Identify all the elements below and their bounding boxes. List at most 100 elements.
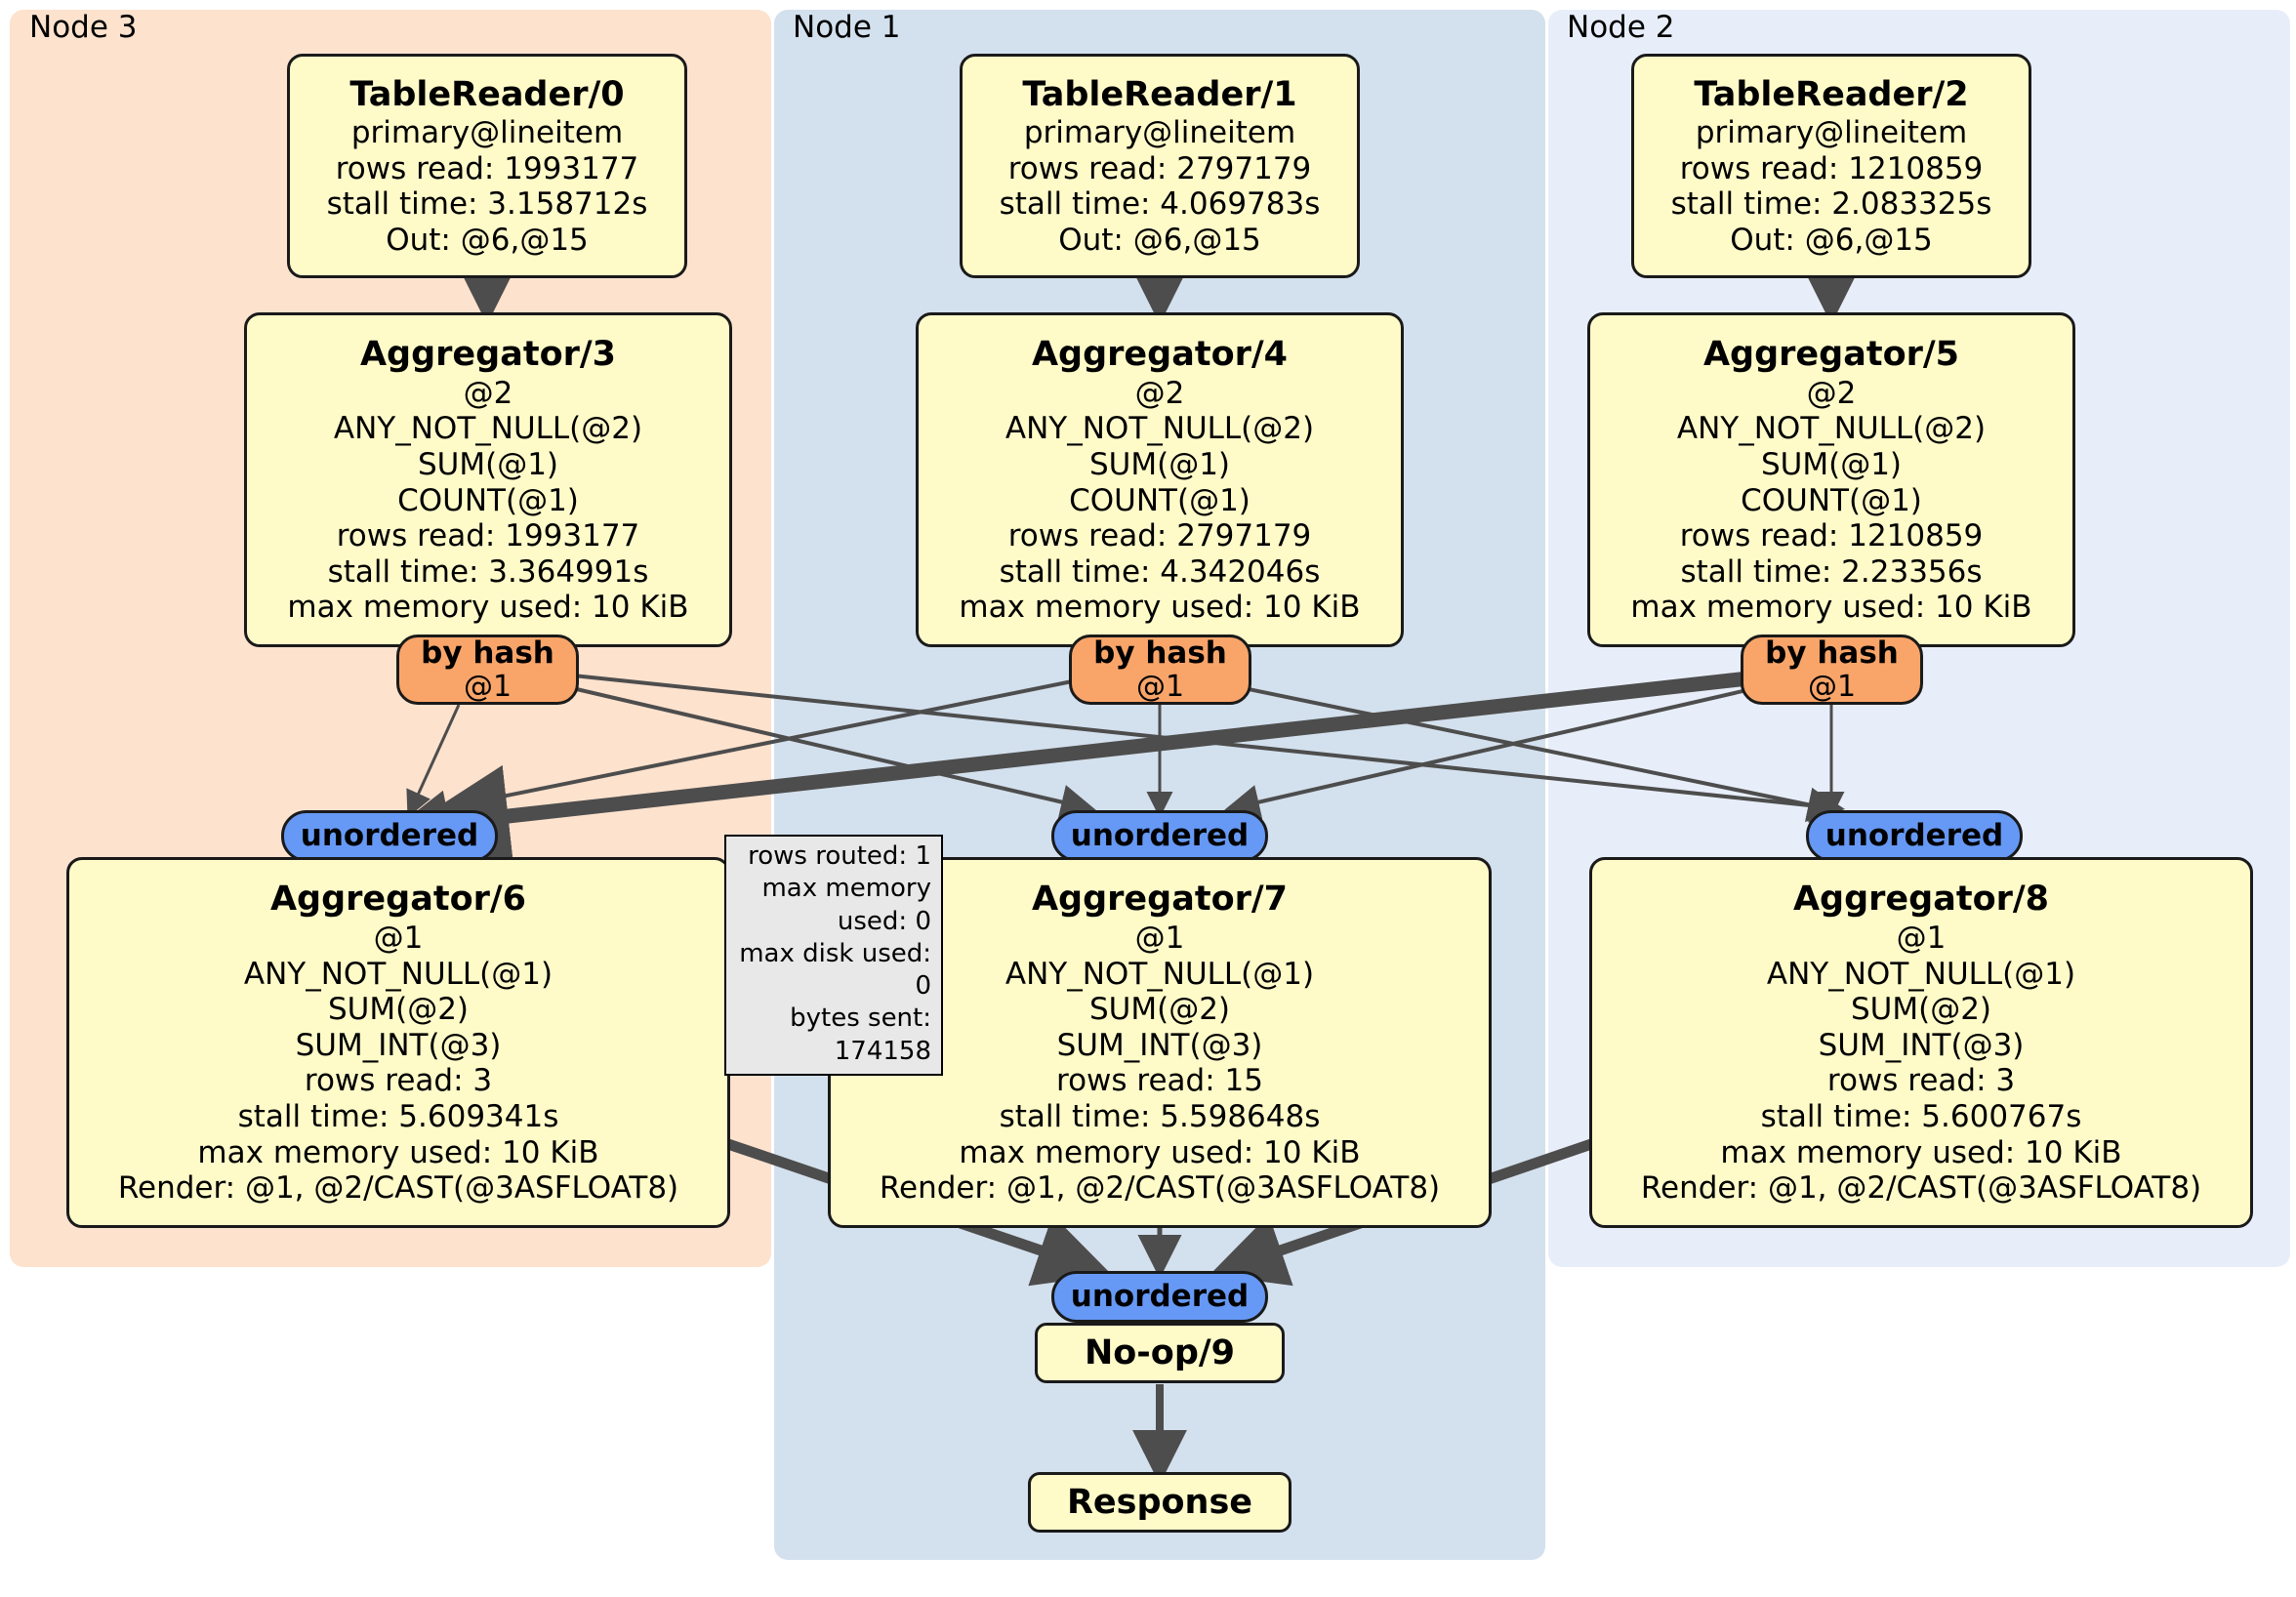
edge-hash3-unordered7	[551, 681, 1096, 820]
node-detail: SUM(@1)	[1760, 446, 1903, 482]
router-label: by hash	[421, 635, 554, 671]
node-detail: Out: @6,@15	[1730, 222, 1933, 258]
node-detail: primary@lineitem	[350, 115, 624, 151]
receiver-unordered-9[interactable]: unordered	[1051, 1271, 1268, 1323]
node-detail: stall time: 5.600767s	[1760, 1098, 2082, 1134]
edge-stat-max-disk: max disk used: 0	[739, 938, 931, 1002]
node-detail: primary@lineitem	[1023, 115, 1296, 151]
edge-hash4-unordered6	[412, 674, 1102, 826]
node-detail: ANY_NOT_NULL(@1)	[1004, 956, 1315, 992]
node-detail: stall time: 3.158712s	[326, 186, 648, 223]
node-aggregator-5[interactable]: Aggregator/5 @2 ANY_NOT_NULL(@2) SUM(@1)…	[1587, 312, 2075, 647]
node-title: Aggregator/6	[269, 880, 527, 920]
node-detail: SUM(@2)	[1850, 992, 1992, 1028]
node-detail: max memory used: 10 KiB	[287, 590, 689, 626]
node-detail: rows read: 1210859	[1679, 150, 1984, 186]
edge-hash5-unordered7	[1224, 681, 1778, 820]
router-column: @1	[1135, 669, 1185, 704]
node-detail: @2	[1806, 375, 1857, 411]
node-detail: stall time: 2.23356s	[1680, 553, 1983, 590]
node-detail: SUM_INT(@3)	[1818, 1027, 2025, 1063]
node-detail: @1	[1134, 921, 1185, 957]
router-by-hash-4[interactable]: by hash @1	[1069, 635, 1251, 705]
node-title: Response	[1066, 1483, 1253, 1522]
node-tablereader-1[interactable]: TableReader/1 primary@lineitem rows read…	[960, 54, 1360, 278]
node-title: TableReader/1	[1022, 74, 1297, 114]
node-detail: COUNT(@1)	[397, 482, 579, 518]
edge-hash4-unordered8	[1219, 681, 1843, 822]
node-detail: max memory used: 10 KiB	[1720, 1134, 2122, 1170]
node-detail: Render: @1, @2/CAST(@3ASFLOAT8)	[1640, 1170, 2202, 1207]
node-detail: rows read: 2797179	[1007, 150, 1312, 186]
node-detail: primary@lineitem	[1695, 115, 1968, 151]
node-title: No-op/9	[1084, 1333, 1236, 1372]
node-title: Aggregator/4	[1031, 335, 1289, 375]
router-column: @1	[1807, 669, 1857, 704]
node-detail: ANY_NOT_NULL(@2)	[1004, 411, 1315, 447]
edge-stat-max-memory: max memory used: 0	[761, 874, 931, 936]
node-detail: Render: @1, @2/CAST(@3ASFLOAT8)	[117, 1170, 679, 1207]
node-detail: Out: @6,@15	[386, 222, 589, 258]
receiver-unordered-8[interactable]: unordered	[1806, 810, 2023, 862]
node-detail: stall time: 2.083325s	[1670, 186, 1992, 223]
node-aggregator-6[interactable]: Aggregator/6 @1 ANY_NOT_NULL(@1) SUM(@2)…	[66, 857, 730, 1228]
edge-hash5-unordered6	[406, 668, 1776, 868]
node-detail: SUM(@1)	[417, 446, 559, 482]
node-detail: ANY_NOT_NULL(@2)	[333, 411, 643, 447]
node-detail: ANY_NOT_NULL(@2)	[1676, 411, 1987, 447]
node-detail: @1	[373, 921, 424, 957]
node-detail: rows read: 1993177	[336, 518, 640, 554]
node-detail: Out: @6,@15	[1058, 222, 1261, 258]
node-no-op-9[interactable]: No-op/9	[1035, 1323, 1285, 1383]
edge-stat-rows-routed: rows routed: 1	[748, 841, 931, 871]
node-detail: rows read: 3	[1826, 1063, 2016, 1099]
receiver-label: unordered	[300, 818, 479, 854]
node-detail: SUM_INT(@3)	[295, 1027, 502, 1063]
node-response[interactable]: Response	[1028, 1472, 1292, 1533]
node-detail: max memory used: 10 KiB	[1630, 590, 2032, 626]
receiver-unordered-7[interactable]: unordered	[1051, 810, 1268, 862]
node-aggregator-8[interactable]: Aggregator/8 @1 ANY_NOT_NULL(@1) SUM(@2)…	[1589, 857, 2253, 1228]
node-title: Aggregator/5	[1702, 335, 1960, 375]
node-aggregator-3[interactable]: Aggregator/3 @2 ANY_NOT_NULL(@2) SUM(@1)…	[244, 312, 732, 647]
node-detail: max memory used: 10 KiB	[959, 590, 1361, 626]
node-detail: SUM(@2)	[1088, 992, 1231, 1028]
node-detail: max memory used: 10 KiB	[959, 1134, 1361, 1170]
node-title: Aggregator/8	[1792, 880, 2050, 920]
node-tablereader-2[interactable]: TableReader/2 primary@lineitem rows read…	[1631, 54, 2031, 278]
node-detail: @2	[463, 375, 513, 411]
node-detail: max memory used: 10 KiB	[197, 1134, 599, 1170]
node-title: Aggregator/3	[359, 335, 617, 375]
node-detail: SUM_INT(@3)	[1056, 1027, 1263, 1063]
receiver-unordered-6[interactable]: unordered	[281, 810, 498, 862]
edge-stat-bytes-sent: bytes sent: 174158	[790, 1003, 931, 1066]
receiver-label: unordered	[1824, 818, 2004, 854]
router-label: by hash	[1765, 635, 1899, 671]
node-aggregator-4[interactable]: Aggregator/4 @2 ANY_NOT_NULL(@2) SUM(@1)…	[916, 312, 1404, 647]
cluster-label-node-3: Node 3	[29, 10, 138, 45]
node-tablereader-0[interactable]: TableReader/0 primary@lineitem rows read…	[287, 54, 687, 278]
router-by-hash-3[interactable]: by hash @1	[396, 635, 579, 705]
node-detail: COUNT(@1)	[1069, 482, 1250, 518]
receiver-label: unordered	[1070, 1279, 1250, 1315]
edge-hash3-unordered6	[406, 704, 461, 818]
node-detail: stall time: 4.342046s	[999, 553, 1321, 590]
node-detail: stall time: 3.364991s	[327, 553, 649, 590]
node-detail: @1	[1896, 921, 1947, 957]
node-detail: ANY_NOT_NULL(@1)	[1766, 956, 2076, 992]
router-by-hash-5[interactable]: by hash @1	[1741, 635, 1923, 705]
receiver-label: unordered	[1070, 818, 1250, 854]
node-detail: COUNT(@1)	[1741, 482, 1922, 518]
node-detail: stall time: 4.069783s	[999, 186, 1321, 223]
node-detail: stall time: 5.598648s	[999, 1098, 1321, 1134]
edge-stats-tooltip: rows routed: 1 max memory used: 0 max di…	[724, 835, 943, 1076]
node-detail: rows read: 2797179	[1007, 518, 1312, 554]
node-detail: rows read: 1993177	[335, 150, 639, 186]
node-detail: rows read: 1210859	[1679, 518, 1984, 554]
node-detail: rows read: 3	[304, 1063, 493, 1099]
router-column: @1	[463, 669, 512, 704]
node-title: TableReader/0	[349, 74, 625, 114]
node-detail: SUM(@2)	[327, 992, 470, 1028]
node-detail: rows read: 15	[1056, 1063, 1263, 1099]
